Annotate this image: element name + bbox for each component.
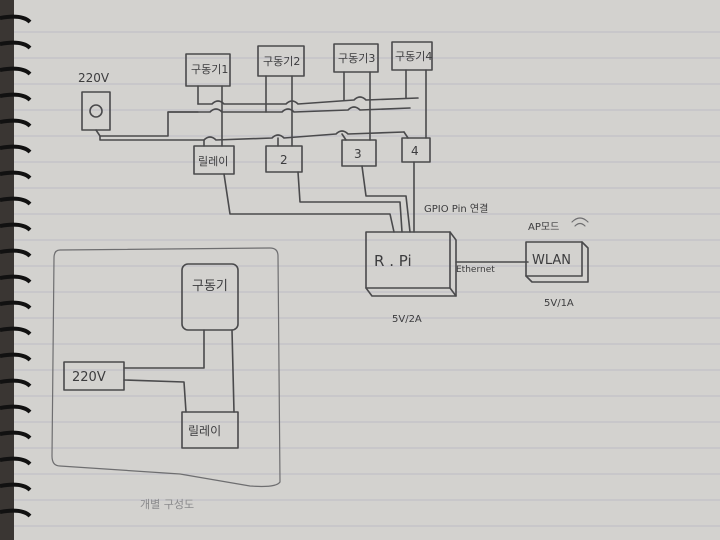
- raspberry-pi-label: R . Pi: [374, 252, 412, 270]
- relay-3: 3: [341, 139, 377, 167]
- rpi-power-label: 5V/2A: [392, 314, 422, 325]
- wlan-power-label: 5V/1A: [544, 298, 574, 309]
- relay-4: 4: [401, 137, 431, 163]
- actuator-2-label: 구동기2: [263, 55, 300, 68]
- detail-relay-box: [181, 411, 239, 449]
- relay-2: 2: [265, 145, 303, 173]
- actuator-4: 구동기4: [391, 41, 433, 71]
- wifi-icon: [571, 217, 589, 227]
- ethernet-label: Ethernet: [456, 265, 495, 275]
- power-source-label: 220V: [78, 71, 110, 85]
- gpio-note: GPIO Pin 연결: [424, 203, 488, 215]
- ap-mode-label: AP모드: [528, 222, 559, 233]
- detail-relay-label: 릴레이: [188, 424, 221, 438]
- outlet-icon: [89, 104, 103, 118]
- notebook-page: [14, 0, 720, 540]
- gpio-wiring: [223, 161, 415, 233]
- actuator-1: 구동기1: [185, 53, 231, 87]
- spiral-binding: [0, 14, 32, 518]
- detail-outline: [51, 247, 281, 488]
- actuator-1-label: 구동기1: [191, 63, 228, 76]
- detail-wiring: [123, 329, 235, 413]
- wlan-label: WLAN: [532, 253, 571, 268]
- detail-power-label: 220V: [72, 370, 106, 385]
- detail-actuator-label: 구동기: [192, 279, 228, 294]
- actuator-4-label: 구동기4: [395, 50, 432, 63]
- detail-actuator-box: [181, 263, 239, 331]
- actuator-3-label: 구동기3: [338, 52, 375, 65]
- relay-1: 릴레이: [193, 145, 235, 175]
- detail-caption: 개별 구성도: [140, 498, 194, 511]
- relay-4-label: 4: [411, 144, 419, 158]
- relay-1-label: 릴레이: [198, 155, 228, 168]
- actuator-2: 구동기2: [257, 45, 305, 77]
- raspberry-pi: R . Pi: [365, 231, 457, 297]
- relay-3-label: 3: [354, 147, 362, 161]
- wlan-module: WLAN: [525, 241, 589, 283]
- relay-2-label: 2: [280, 153, 288, 167]
- actuator-3: 구동기3: [333, 43, 379, 73]
- power-wiring: [95, 69, 427, 147]
- ruled-lines: [14, 31, 720, 527]
- detail-power-box: [63, 361, 125, 391]
